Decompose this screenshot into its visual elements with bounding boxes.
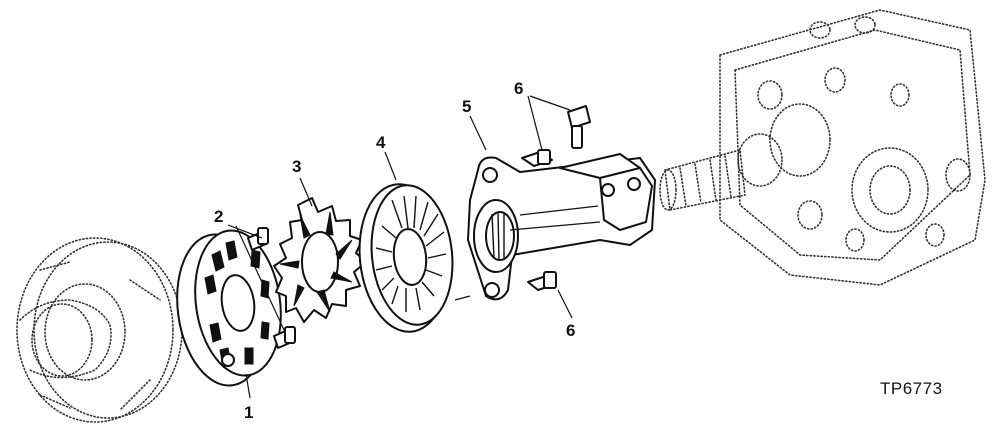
leader-lines [227,95,573,399]
callout-4: 4 [376,133,386,152]
callout-5: 5 [462,97,471,116]
part-1-drive-plate [176,229,282,387]
callout-6-bottom: 6 [566,321,575,340]
part-2-screws [247,227,296,349]
part-3-coupling [273,197,367,323]
figure-id: TP6773 [880,379,943,398]
part-4-flex-disc [358,183,454,333]
callout-3: 3 [292,157,301,176]
callout-6-top: 6 [514,79,523,98]
pump-housing-outline [659,9,986,286]
pulley-outline [16,237,183,423]
callout-1: 1 [244,403,253,422]
part-5-adapter [467,153,656,301]
shaft-centerline [454,295,471,301]
part-6-bolts [521,105,591,291]
callout-2: 2 [214,207,223,226]
